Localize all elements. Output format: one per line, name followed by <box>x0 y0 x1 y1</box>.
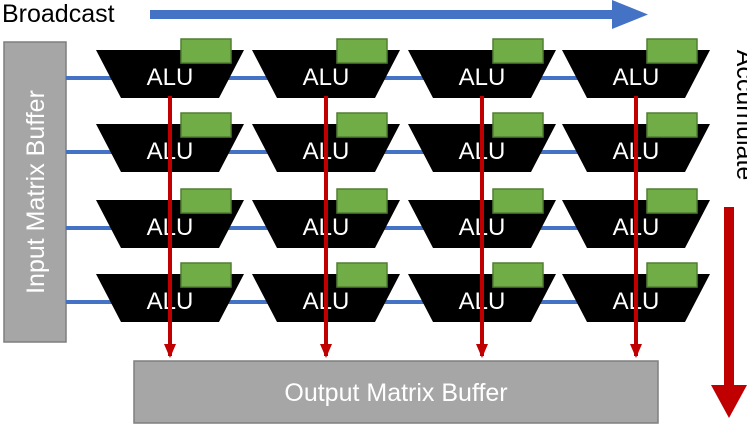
register-block <box>180 188 232 214</box>
register-block <box>180 112 232 138</box>
register-block <box>492 188 544 214</box>
register-block <box>646 262 698 288</box>
alu-r1-c1: ALU <box>96 38 244 98</box>
register-block <box>492 38 544 64</box>
accumulate-arrow <box>711 207 747 418</box>
register-block <box>492 112 544 138</box>
register-block <box>336 262 388 288</box>
alu-label: ALU <box>459 64 506 91</box>
alu-r1-c4: ALU <box>562 38 710 98</box>
register-block <box>646 112 698 138</box>
register-block <box>336 112 388 138</box>
input-buffer-label: Input Matrix Buffer <box>22 90 50 294</box>
output-buffer-label: Output Matrix Buffer <box>284 379 507 407</box>
alu-label: ALU <box>303 64 350 91</box>
broadcast-label: Broadcast <box>2 0 115 28</box>
alu-label: ALU <box>147 64 194 91</box>
accumulate-wire-layer <box>164 96 642 358</box>
accumulate-label: Accumulate <box>731 50 747 181</box>
broadcast-arrow <box>150 0 648 29</box>
register-block <box>646 188 698 214</box>
output-matrix-buffer: Output Matrix Buffer <box>133 360 659 424</box>
alu-r1-c2: ALU <box>252 38 400 98</box>
alu-label: ALU <box>613 64 660 91</box>
register-block <box>180 38 232 64</box>
alu-grid: ALUALUALUALUALUALUALUALUALUALUALUALUALUA… <box>96 38 710 322</box>
register-block <box>492 262 544 288</box>
register-block <box>180 262 232 288</box>
register-block <box>336 188 388 214</box>
input-matrix-buffer: Input Matrix Buffer <box>3 41 67 343</box>
register-block <box>336 38 388 64</box>
alu-r1-c3: ALU <box>408 38 556 98</box>
register-block <box>646 38 698 64</box>
